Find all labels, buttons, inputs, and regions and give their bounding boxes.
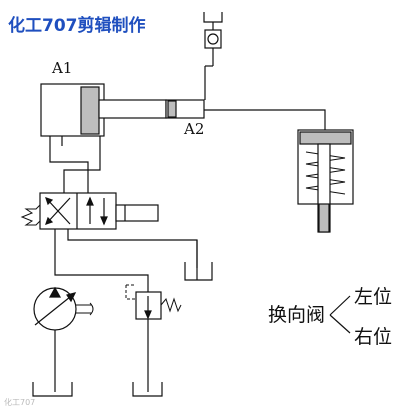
- tank-symbol-bottom-left: [32, 382, 73, 397]
- label-a2: A2: [183, 120, 204, 138]
- cylinder-a1-piston: [80, 86, 100, 135]
- label-position-left: 左位: [354, 286, 392, 308]
- tank-symbol-mid: [184, 240, 213, 281]
- directional-valve: [20, 192, 159, 230]
- cylinder-a2: [165, 99, 205, 119]
- label-valve-name: 换向阀: [268, 304, 325, 326]
- cylinder-a2-piston: [167, 100, 177, 118]
- watermark: 化工707: [4, 397, 35, 407]
- pump: [33, 286, 94, 392]
- cylinder-a1: [40, 83, 167, 137]
- tank-symbol-top: [203, 12, 223, 100]
- label-position-right: 右位: [354, 326, 392, 348]
- spring-cylinder-piston: [299, 131, 352, 145]
- label-a1: A1: [51, 59, 72, 77]
- relief-valve: [125, 284, 182, 392]
- spring-cylinder: [297, 129, 354, 233]
- diagram-title: 化工707剪辑制作: [8, 15, 146, 36]
- tank-symbol-bottom-right: [132, 382, 163, 397]
- valve-position-brace: [329, 295, 351, 334]
